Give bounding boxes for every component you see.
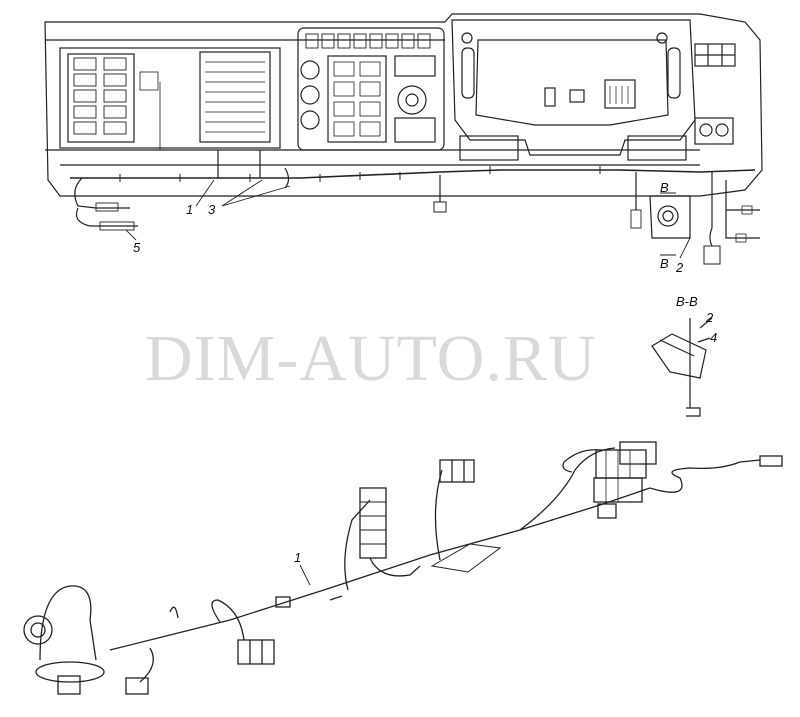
view-mark-b-upper: B: [660, 180, 669, 195]
callout-leader-bottom-1: [299, 564, 311, 586]
callout-4-section: 4: [710, 330, 717, 345]
section-b-b-view: [651, 317, 713, 417]
callout-2-top: 2: [675, 260, 684, 275]
instrument-cluster: [451, 19, 696, 161]
center-switch-panel: [297, 27, 445, 151]
callout-3-top: 3: [208, 202, 216, 217]
watermark-text: DIM-AUTO.RU: [145, 322, 597, 395]
right-switch-column: [694, 43, 736, 145]
callout-5-top: 5: [133, 240, 141, 255]
harness-isometric-view: [23, 441, 783, 695]
fuse-box-left: [59, 47, 281, 150]
section-title: B-B: [676, 294, 698, 309]
callout-2-section: 2: [705, 310, 714, 325]
dashboard-panel: [44, 13, 763, 265]
callout-1-top: 1: [186, 202, 193, 217]
top-callout-leaders: [125, 179, 691, 259]
view-mark-b-lower: B: [660, 256, 669, 271]
callout-1-bottom: 1: [294, 550, 301, 565]
